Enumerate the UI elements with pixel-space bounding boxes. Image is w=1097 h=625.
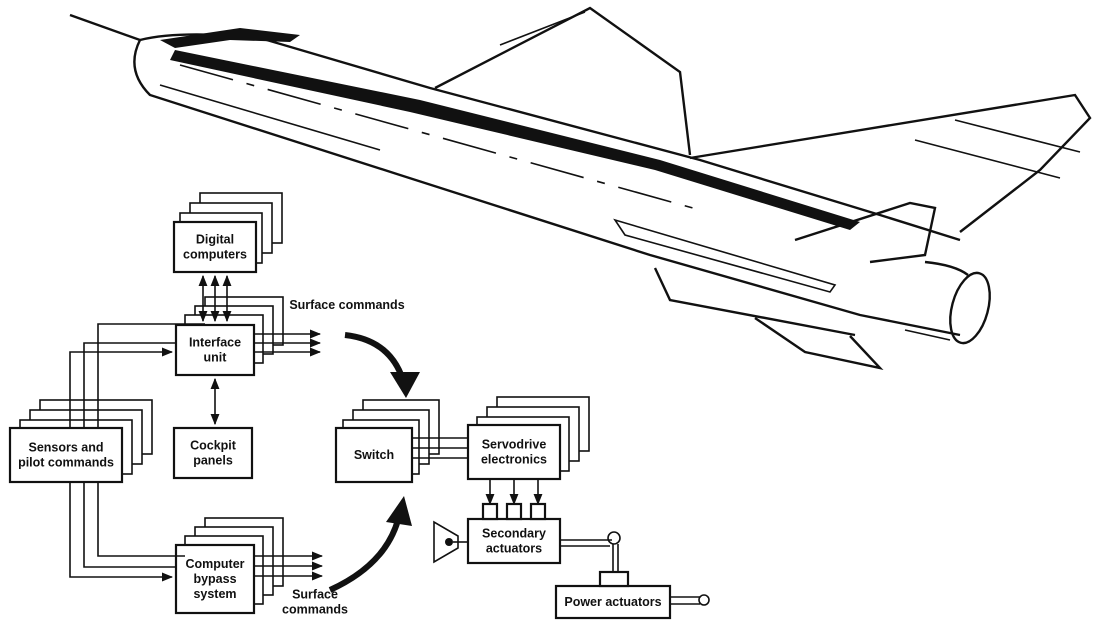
power-actuators-box bbox=[554, 584, 672, 620]
ventral-fin-1 bbox=[653, 267, 856, 337]
sensors-label-line: pilot commands bbox=[18, 456, 114, 470]
digital-computers-label-line: Digital bbox=[196, 233, 234, 247]
sensors-box bbox=[8, 426, 124, 484]
nozzle-top bbox=[924, 260, 969, 276]
switch-to-servo-lines bbox=[412, 437, 468, 459]
engine-nozzle bbox=[949, 271, 991, 345]
power-actuators-label-line: Power actuators bbox=[564, 595, 661, 609]
servodrive-label-line: electronics bbox=[481, 453, 547, 467]
sensors-label-line: Sensors and bbox=[28, 441, 103, 455]
interface-unit-label-line: Interface bbox=[189, 336, 241, 350]
bypass-box bbox=[174, 543, 256, 615]
interface-unit-label-line: unit bbox=[204, 351, 228, 365]
surface-commands-bottom-label-line: Surface bbox=[292, 588, 338, 602]
interface-unit-box bbox=[174, 323, 256, 377]
servodrive-label-line: Servodrive bbox=[482, 438, 547, 452]
sensor-to-interface-lines bbox=[69, 323, 205, 428]
secondary-actuators-label-line: Secondary bbox=[482, 527, 546, 541]
wing-panel-line-1 bbox=[914, 139, 1061, 179]
canopy bbox=[160, 28, 300, 48]
switch-box bbox=[334, 426, 414, 484]
switch-label: Switch bbox=[354, 448, 394, 462]
bypass-label-line: bypass bbox=[193, 572, 236, 586]
aircraft-illustration bbox=[69, 6, 1092, 370]
secondary-actuators-label-line: actuators bbox=[486, 542, 542, 556]
surface-commands-bottom-label-line: commands bbox=[282, 603, 348, 617]
fuselage-lower-line bbox=[159, 84, 381, 151]
surface-commands-top-label-line: Surface commands bbox=[289, 298, 404, 312]
vertical-fin bbox=[434, 6, 692, 156]
fuselage-lower bbox=[133, 39, 961, 337]
cockpit-panels-box bbox=[172, 426, 254, 480]
switch-label-line: Switch bbox=[354, 448, 394, 462]
servo-to-secondary-links bbox=[481, 479, 547, 521]
cockpit-panels-label-line: panels bbox=[193, 454, 233, 468]
horizontal-tail bbox=[794, 201, 937, 264]
secondary-actuators-box bbox=[466, 517, 562, 565]
nozzle-lower-edge bbox=[904, 329, 951, 341]
bypass-label-line: system bbox=[193, 587, 236, 601]
wing-panel-line-2 bbox=[954, 119, 1081, 153]
bypass-surface-outputs bbox=[254, 551, 324, 581]
ventral-fin-2 bbox=[754, 317, 884, 370]
main-wing bbox=[689, 93, 1092, 233]
ventral-strake bbox=[613, 218, 837, 293]
surface-commands-top-label: Surface commands bbox=[289, 298, 404, 312]
power-actuators-label: Power actuators bbox=[564, 595, 661, 609]
fin-edge-detail bbox=[499, 11, 586, 46]
nose-probe bbox=[69, 13, 141, 42]
computer-interface-links bbox=[198, 274, 232, 426]
digital-computers-label-line: computers bbox=[183, 248, 247, 262]
digital-computers-box bbox=[172, 220, 258, 274]
fuselage-dark-stripe bbox=[170, 50, 860, 230]
bypass-label-line: Computer bbox=[185, 557, 244, 571]
curved-flow-arrows bbox=[328, 332, 420, 593]
actuator-horn-icon bbox=[433, 520, 459, 564]
actuator-linkage bbox=[433, 520, 710, 606]
cockpit-panels-label-line: Cockpit bbox=[190, 439, 237, 453]
interface-surface-outputs bbox=[254, 329, 322, 357]
sensor-to-bypass-lines bbox=[69, 482, 185, 582]
